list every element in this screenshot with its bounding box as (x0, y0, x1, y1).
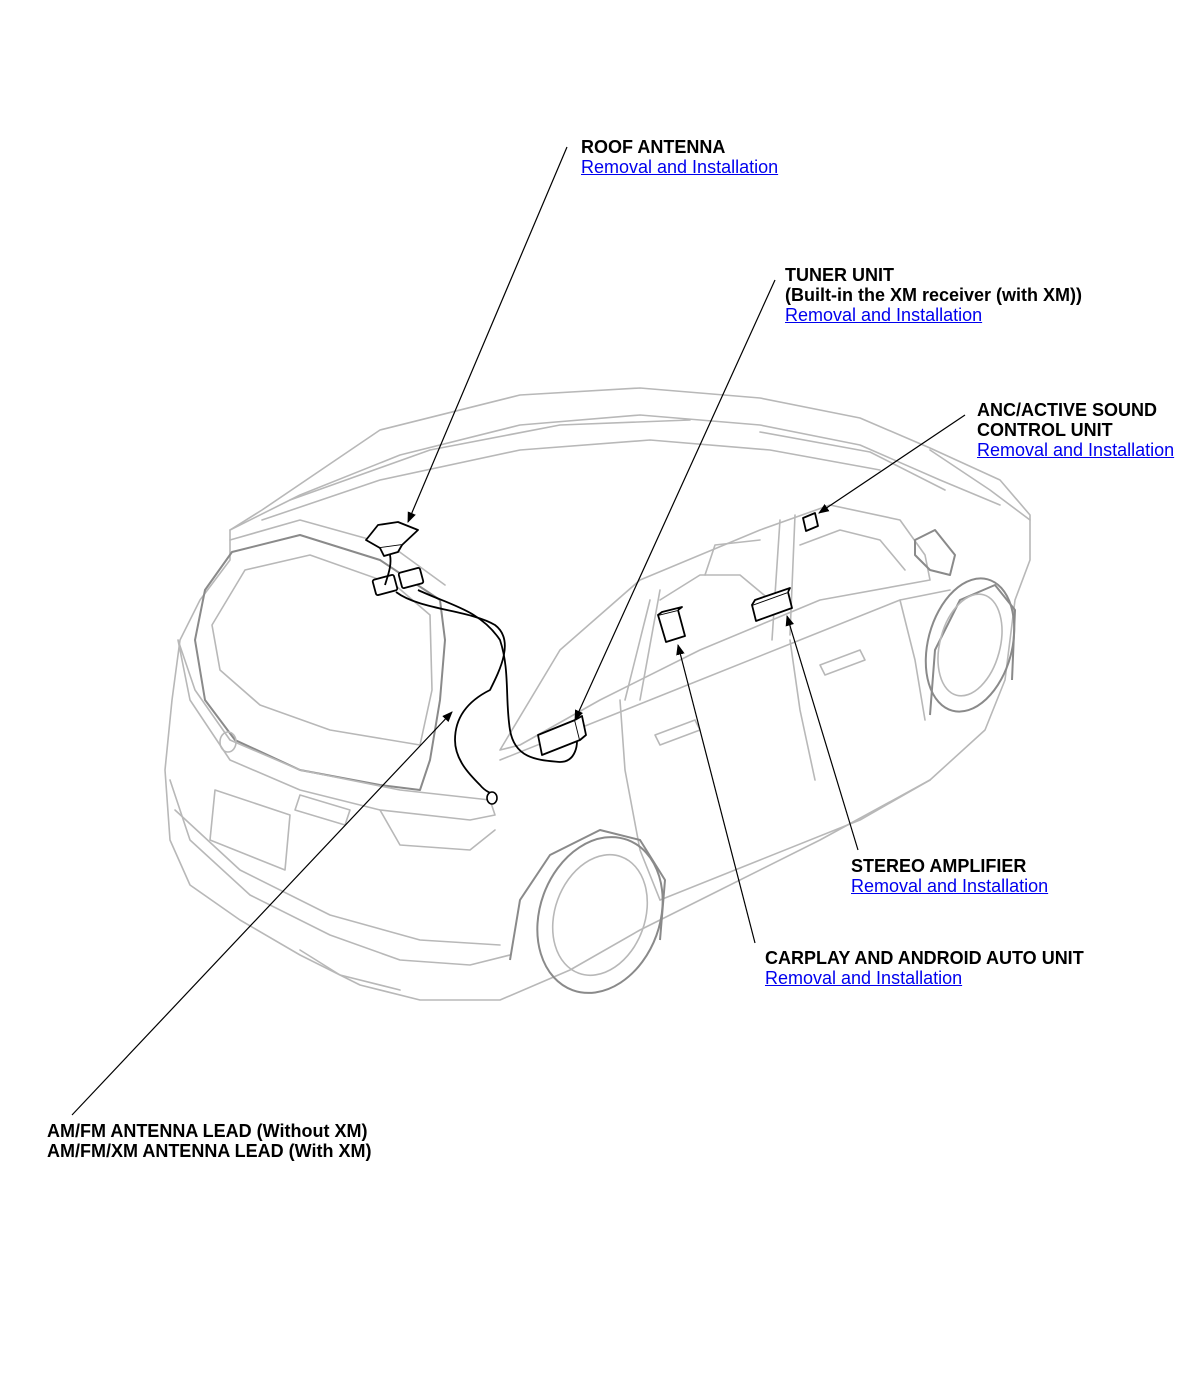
carplay-android-auto-unit (657, 606, 686, 643)
roof-antenna-callout: ROOF ANTENNA Removal and Installation (581, 137, 778, 177)
stereo-amplifier-link[interactable]: Removal and Installation (851, 876, 1049, 896)
roof-antenna-title: ROOF ANTENNA (581, 137, 726, 157)
antenna-lead-title-without-xm: AM/FM ANTENNA LEAD (Without XM) (47, 1121, 368, 1141)
carplay-unit-title: CARPLAY AND ANDROID AUTO UNIT (765, 948, 1084, 968)
stereo-amplifier (751, 587, 793, 622)
roof-antenna (365, 521, 419, 557)
tuner-unit-leader (574, 279, 776, 721)
tuner-unit-callout: TUNER UNIT (Built-in the XM receiver (wi… (785, 265, 1082, 325)
tuner-unit-link[interactable]: Removal and Installation (785, 305, 983, 325)
antenna-lead-title-with-xm: AM/FM/XM ANTENNA LEAD (With XM) (47, 1141, 372, 1161)
stereo-amplifier-leader (785, 614, 859, 851)
stereo-amplifier-callout: STEREO AMPLIFIER Removal and Installatio… (851, 856, 1048, 896)
tuner-unit-title: TUNER UNIT (785, 265, 894, 285)
roof-antenna-link[interactable]: Removal and Installation (581, 157, 779, 177)
tuner-unit (537, 715, 587, 756)
carplay-unit-link[interactable]: Removal and Installation (765, 968, 963, 988)
anc-unit-callout: ANC/ACTIVE SOUND CONTROL UNIT Removal an… (977, 400, 1174, 460)
carplay-unit-callout: CARPLAY AND ANDROID AUTO UNIT Removal an… (765, 948, 1084, 988)
anc-unit-link[interactable]: Removal and Installation (977, 440, 1175, 460)
anc-unit-leader (818, 414, 966, 514)
roof-antenna-leader (407, 146, 568, 523)
tuner-unit-subtitle: (Built-in the XM receiver (with XM)) (785, 285, 1083, 305)
antenna-lead-callout: AM/FM ANTENNA LEAD (Without XM) AM/FM/XM… (47, 1121, 371, 1161)
stereo-amplifier-title: STEREO AMPLIFIER (851, 856, 1027, 876)
anc-control-unit (802, 512, 819, 532)
anc-unit-title: ANC/ACTIVE SOUND (977, 400, 1158, 420)
antenna-lead-cable (384, 554, 578, 805)
anc-unit-title-line2: CONTROL UNIT (977, 420, 1113, 440)
antenna-lead-leader (71, 711, 453, 1116)
antenna-connectors (371, 566, 425, 597)
vehicle-outline (164, 387, 1031, 1001)
carplay-unit-leader (676, 643, 756, 944)
